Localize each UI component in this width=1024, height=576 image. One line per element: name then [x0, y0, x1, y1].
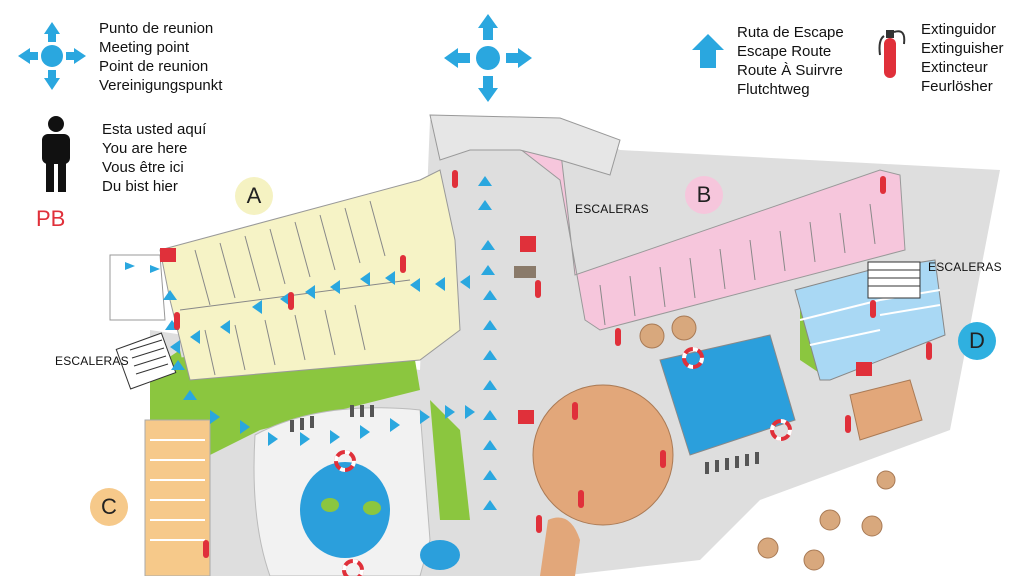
legend-meeting-point-es: Punto de reunion [99, 20, 214, 37]
emergency-signs [160, 236, 872, 424]
life-rings [334, 347, 792, 576]
legend-extinguisher-es: Extinguidor [921, 21, 997, 38]
building-a-annex [109, 254, 166, 321]
building-c-rooms [150, 439, 205, 541]
stairs-left-graphic [115, 332, 177, 390]
legend-you-are-here-fr: Vous être ici [102, 159, 184, 176]
stairs-label-left: ESCALERAS [55, 354, 129, 368]
zone-d-badge: D [958, 322, 996, 360]
legend-escape-route-de: Flutchtweg [737, 81, 810, 98]
lawn-center [430, 400, 470, 520]
legend-escape-route-fr: Route À Suirvre [737, 62, 843, 79]
stairs-label-top: ESCALERAS [575, 202, 649, 216]
sun-loungers [290, 405, 759, 474]
you-are-here-icon [42, 116, 70, 192]
reception-desk [514, 266, 536, 278]
legend-extinguisher-fr: Extincteur [921, 59, 988, 76]
walkway-deck [540, 517, 580, 576]
zone-a-badge: A [235, 177, 273, 215]
escape-route-arrows [125, 176, 497, 510]
stairs-label-right: ESCALERAS [928, 260, 1002, 274]
pool-island [363, 501, 381, 515]
legend-you-are-here: Esta usted aquí You are here Vous être i… [102, 120, 206, 196]
deck-right [849, 379, 923, 441]
zone-b-badge: B [685, 176, 723, 214]
floor-label: PB [36, 206, 66, 231]
pool-left [300, 462, 390, 558]
legend-you-are-here-de: Du bist hier [102, 178, 178, 195]
legend-meeting-point: Punto de reunion Meeting point Point de … [99, 19, 222, 95]
reception-building [429, 114, 621, 176]
legend-you-are-here-en: You are here [102, 140, 188, 157]
pool-island [321, 498, 339, 512]
jacuzzi [420, 540, 460, 570]
building-c [144, 419, 211, 576]
legend-escape-route-es: Ruta de Escape [737, 24, 844, 41]
legend-escape-route-en: Escape Route [737, 43, 832, 60]
legend-extinguisher: Extinguidor Extinguisher Extincteur Feur… [921, 20, 1004, 96]
legend-meeting-point-de: Vereinigungspunkt [99, 77, 223, 94]
legend-meeting-point-en: Meeting point [99, 39, 190, 56]
zone-c-badge: C [90, 488, 128, 526]
meeting-point-map-icon [444, 14, 532, 102]
extinguisher-icon [878, 30, 906, 78]
meeting-point-icon [18, 22, 86, 90]
legend-meeting-point-fr: Point de reunion [99, 58, 209, 75]
legend-extinguisher-en: Extinguisher [921, 40, 1004, 57]
legend-you-are-here-es: Esta usted aquí [102, 121, 207, 138]
building-a-rooms [179, 200, 411, 376]
legend-escape-route: Ruta de Escape Escape Route Route À Suir… [737, 23, 844, 99]
stairs-right-graphic [867, 261, 921, 299]
extinguisher-markers [174, 170, 932, 558]
building-b-rooms [599, 203, 876, 326]
tables [639, 315, 896, 571]
building-a [159, 169, 461, 381]
escape-route-arrow-icon [692, 34, 724, 68]
round-deck [532, 384, 674, 526]
building-b [513, 144, 906, 331]
legend-extinguisher-de: Feurlösher [921, 78, 993, 95]
